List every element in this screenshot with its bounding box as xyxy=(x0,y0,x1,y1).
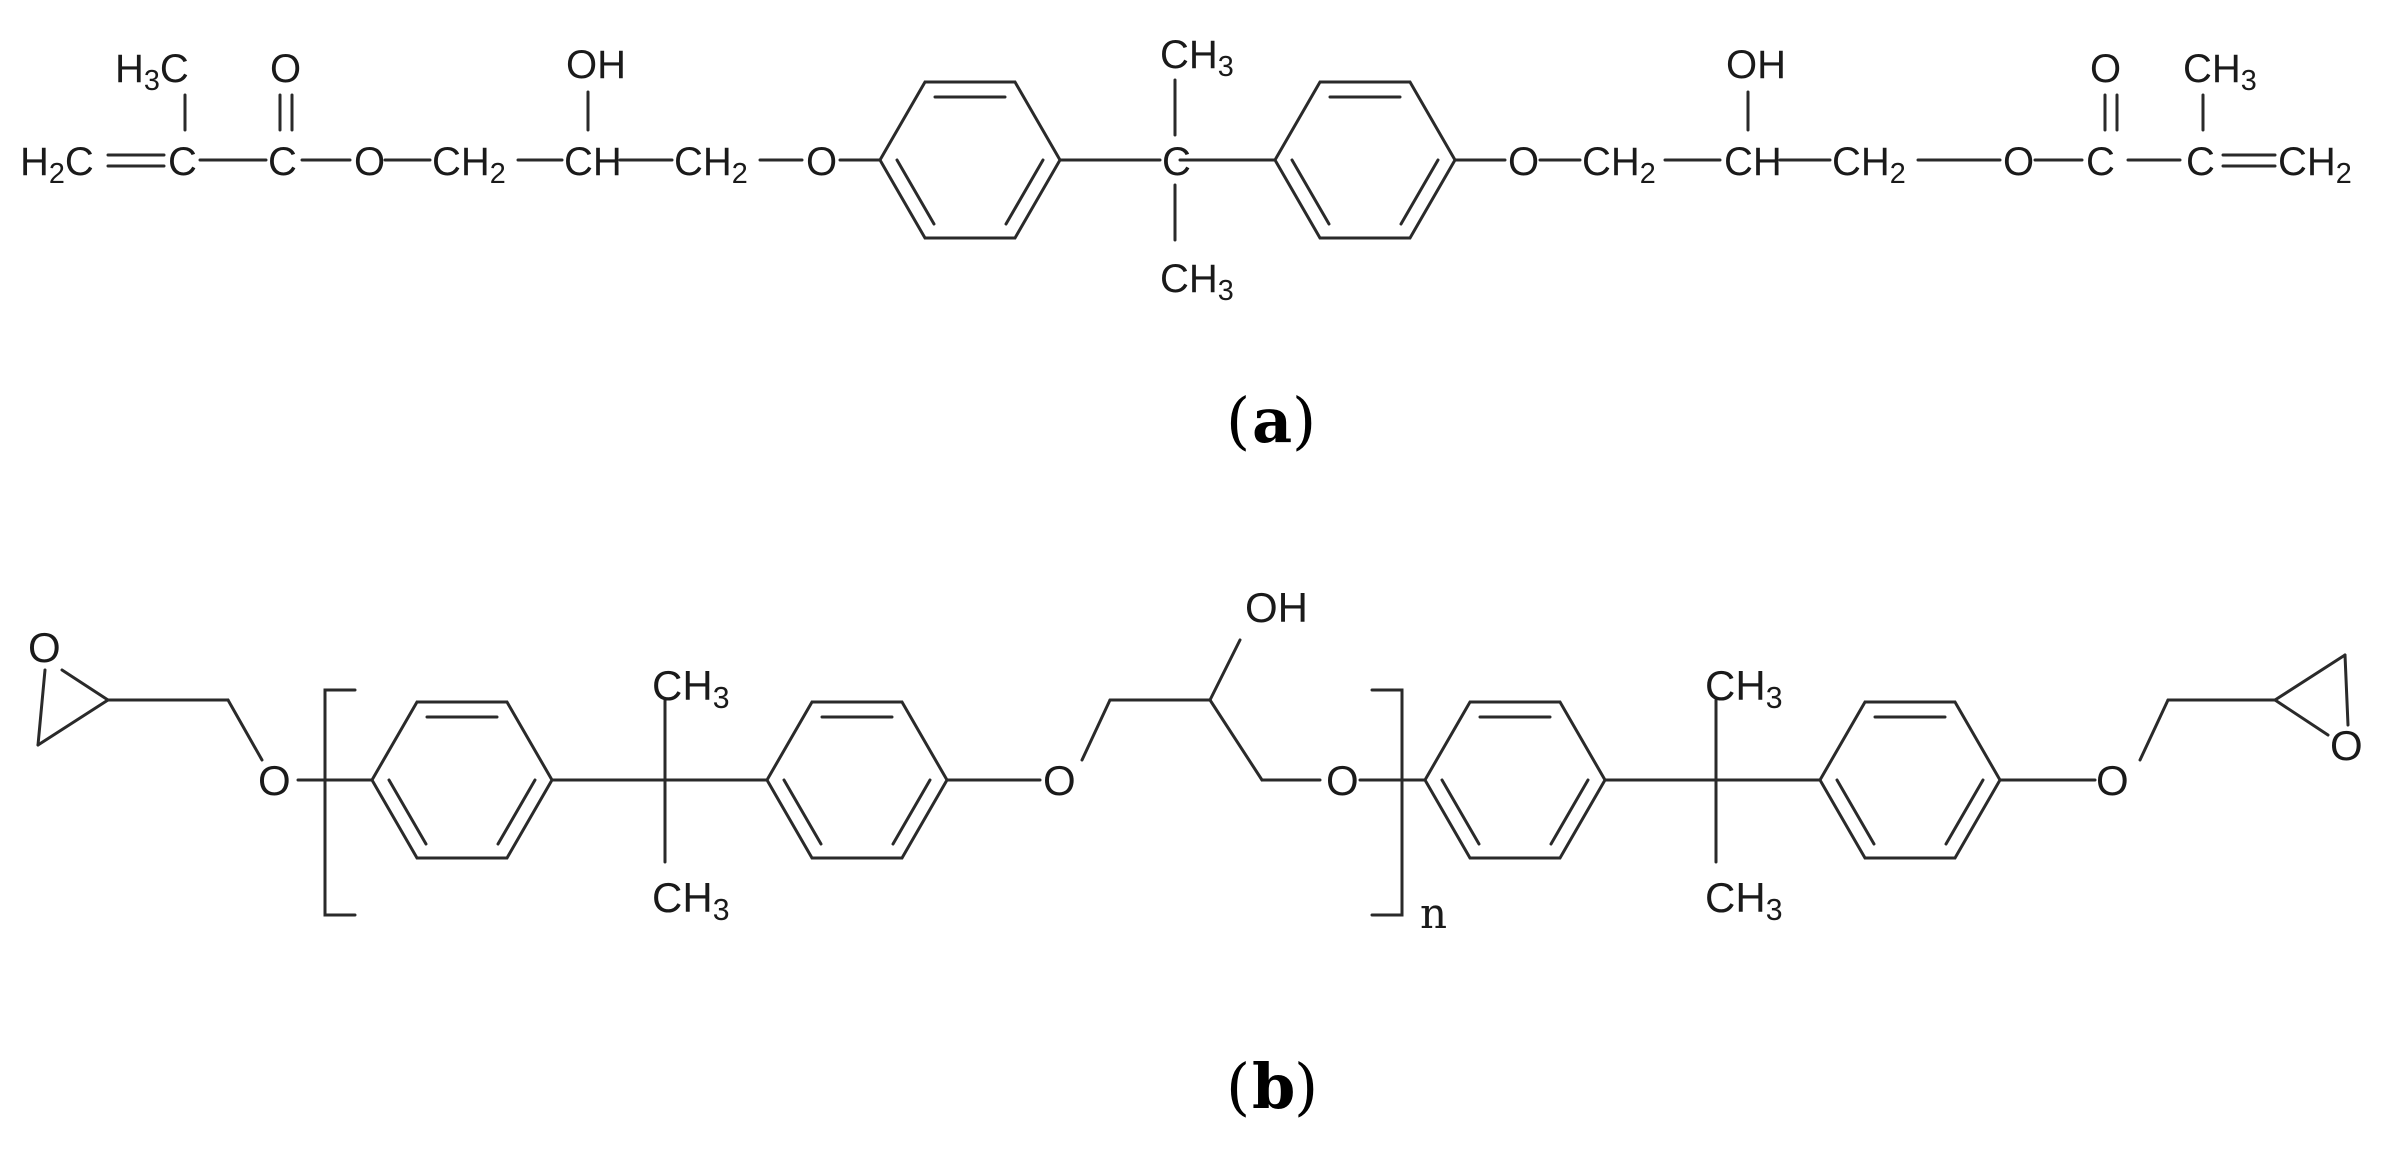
label-c3: C xyxy=(2086,140,2115,184)
label-o1: O xyxy=(258,757,291,804)
label-o-ester-left: O xyxy=(354,140,385,184)
label-ch-1: CH xyxy=(564,140,622,184)
label-h2c: H2C xyxy=(20,140,94,190)
caption-a-close: ) xyxy=(1292,384,1316,457)
label-ch3-a-top: CH3 xyxy=(652,662,730,715)
label-oh-left: OH xyxy=(566,43,626,87)
panel-a-labels: H3C O OH CH3 OH O CH3 H2C C C O CH2 CH C… xyxy=(20,33,2352,307)
label-o2: O xyxy=(1043,757,1076,804)
label-ch3-top: CH3 xyxy=(1160,33,1234,83)
caption-b-letter: b xyxy=(1252,1050,1295,1123)
label-ch2-2: CH2 xyxy=(674,140,748,190)
label-ch3-b-top: CH3 xyxy=(1705,662,1783,715)
label-ch-2: CH xyxy=(1724,140,1782,184)
label-epoxide-o-left: O xyxy=(28,624,61,671)
label-ch3-a-bottom: CH3 xyxy=(652,874,730,927)
label-o4: O xyxy=(2096,757,2129,804)
label-o3: O xyxy=(1326,757,1359,804)
label-ch2-4: CH2 xyxy=(1832,140,1906,190)
label-oh-right: OH xyxy=(1726,43,1786,87)
label-c1: C xyxy=(168,140,197,184)
label-c4: C xyxy=(2186,140,2215,184)
panel-b-labels: O O CH3 CH3 O OH O n CH3 CH3 O O xyxy=(28,584,2363,938)
label-ch3-b-bottom: CH3 xyxy=(1705,874,1783,927)
label-o-ether-right: O xyxy=(1508,140,1539,184)
label-c-center: C xyxy=(1162,140,1191,184)
label-o-ether-left: O xyxy=(806,140,837,184)
label-ch3-right: CH3 xyxy=(2183,47,2257,97)
label-ch2-end: CH2 xyxy=(2278,140,2352,190)
caption-a: ( a ) xyxy=(1226,384,1316,457)
caption-b-open: ( xyxy=(1226,1050,1250,1123)
label-h3c: H3C xyxy=(115,47,189,97)
label-ch2-1: CH2 xyxy=(432,140,506,190)
label-c2: C xyxy=(268,140,297,184)
label-o-carbonyl-left: O xyxy=(270,47,301,91)
label-o-carbonyl-right: O xyxy=(2090,47,2121,91)
caption-a-open: ( xyxy=(1226,384,1250,457)
caption-b: ( b ) xyxy=(1226,1050,1318,1123)
label-repeat-n: n xyxy=(1420,889,1447,938)
caption-b-close: ) xyxy=(1294,1050,1318,1123)
label-ch3-bottom: CH3 xyxy=(1160,257,1234,307)
label-oh: OH xyxy=(1245,584,1308,631)
label-o-ester-right: O xyxy=(2003,140,2034,184)
label-ch2-3: CH2 xyxy=(1582,140,1656,190)
caption-a-letter: a xyxy=(1252,384,1292,457)
label-epoxide-o-right: O xyxy=(2330,722,2363,769)
panel-b-structure xyxy=(36,638,2350,917)
panel-a-structure xyxy=(106,78,2277,242)
